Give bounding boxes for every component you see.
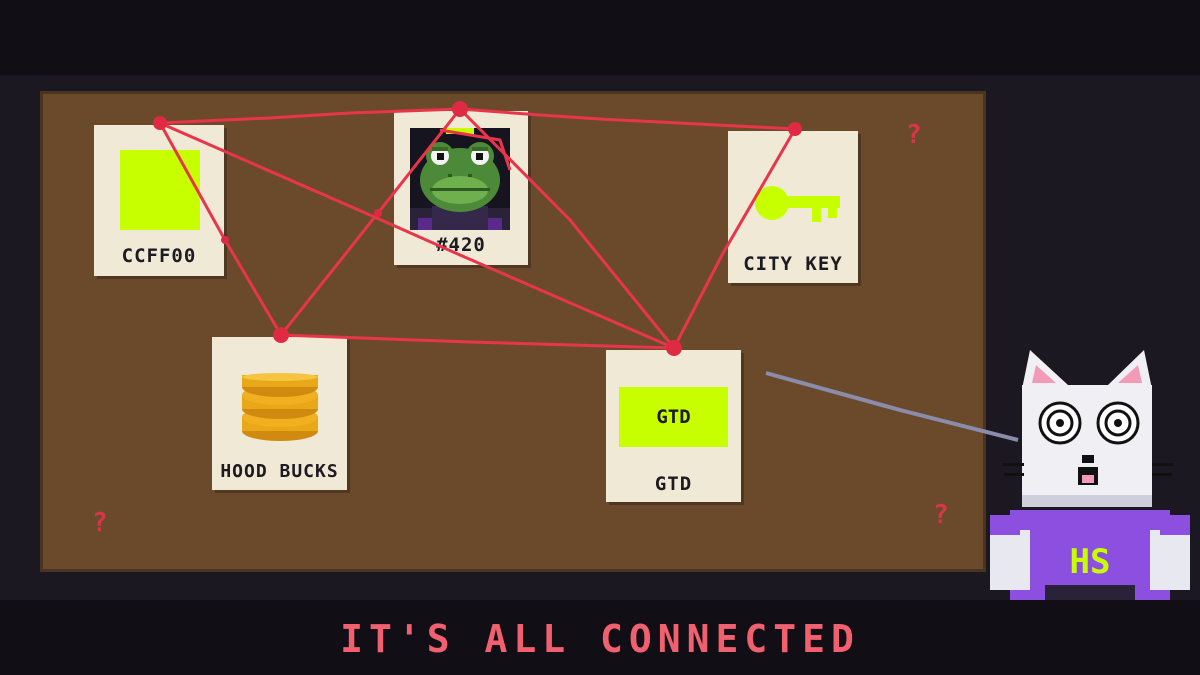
key-icon — [755, 186, 840, 222]
card-city-key[interactable]: CITY KEY — [728, 131, 858, 283]
right-eye — [1096, 401, 1140, 445]
question-mark-bottom-left: ? — [92, 508, 108, 538]
card-frog[interactable]: #420 — [394, 111, 528, 265]
frog-portrait — [410, 128, 510, 230]
card-hood-bucks[interactable]: HOOD BUCKS — [212, 337, 347, 490]
cat-character: HS — [990, 350, 1190, 600]
question-mark-bottom-right: ? — [933, 500, 949, 530]
card-ccff00[interactable]: CCFF00 — [94, 125, 224, 276]
caption-text: IT'S ALL CONNECTED — [340, 617, 860, 661]
card-label: HOOD BUCKS — [220, 461, 339, 482]
card-label: GTD — [654, 473, 693, 495]
card-gtd[interactable]: GTD GTD — [606, 350, 741, 502]
question-mark-top-right: ? — [906, 120, 922, 150]
card-label: #420 — [436, 234, 486, 256]
shirt-logo: HS — [1070, 542, 1111, 582]
card-label: CITY KEY — [743, 253, 843, 275]
card-label: CCFF00 — [121, 245, 197, 267]
gtd-badge: GTD — [619, 387, 728, 447]
coin-stack-icon — [242, 373, 318, 441]
color-swatch — [120, 150, 200, 230]
left-eye — [1038, 401, 1082, 445]
